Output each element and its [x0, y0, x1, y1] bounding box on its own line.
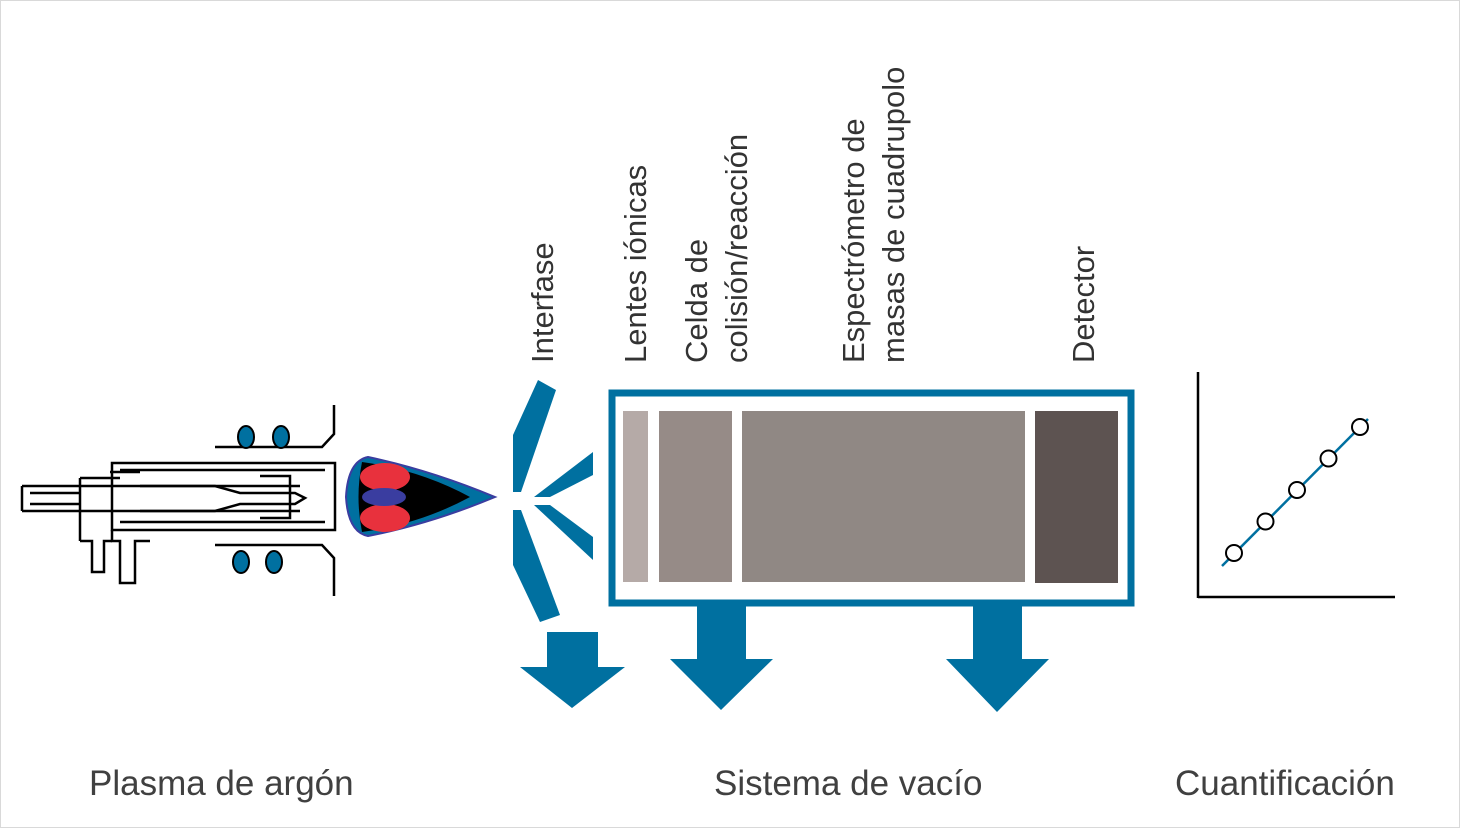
- label-collision-cell-line1: Celda de: [679, 239, 714, 363]
- vacuum-chamber: [608, 389, 1135, 607]
- label-quadrupole-line1: Espectrómetro de: [836, 118, 871, 363]
- label-ion-lenses: Lentes iónicas: [618, 165, 653, 363]
- label-detector: Detector: [1066, 246, 1101, 363]
- coil-icon: [232, 425, 290, 574]
- calibration-point: [1288, 481, 1306, 499]
- section-label-vacuum: Sistema de vacío: [714, 764, 983, 803]
- vacuum-arrow-icon: [946, 603, 1049, 712]
- label-quadrupole-line2: masas de cuadrupolo: [876, 67, 911, 363]
- detector-block: [1035, 411, 1118, 583]
- calibration-graph-icon: [1196, 372, 1395, 599]
- collision-cell-block: [659, 411, 732, 582]
- calibration-point: [1351, 418, 1369, 436]
- torch-icon: [20, 405, 337, 596]
- label-collision-cell-line2: colisión/reacción: [719, 134, 754, 363]
- calibration-point: [1256, 512, 1275, 531]
- section-label-plasma: Plasma de argón: [89, 764, 354, 803]
- calibration-point: [1225, 544, 1243, 562]
- plasma-flame-icon: [344, 455, 498, 538]
- vacuum-arrow-icon: [520, 632, 625, 708]
- calibration-point: [1319, 449, 1338, 468]
- cone-interface-icon: [513, 380, 593, 622]
- label-interface: Interfase: [525, 242, 560, 363]
- vacuum-arrow-icon: [670, 603, 773, 710]
- section-label-quantification: Cuantificación: [1175, 764, 1395, 803]
- ion-lens-block: [623, 411, 648, 582]
- quadrupole-block: [742, 411, 1025, 582]
